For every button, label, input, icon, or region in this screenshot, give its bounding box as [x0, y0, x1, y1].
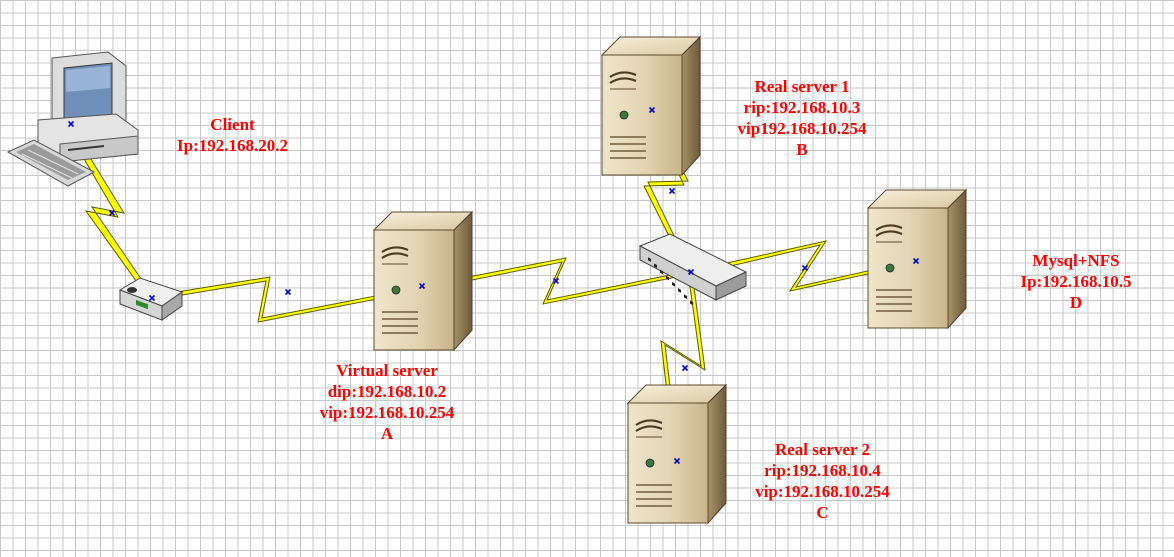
virtual-server-letter: A	[380, 424, 394, 443]
real-server-2-label: Real server 2 rip:192.168.10.4 vip:192.1…	[730, 439, 915, 523]
real-server-2-vip: vip:192.168.10.254	[755, 482, 890, 501]
client-name: Client	[210, 115, 255, 134]
virtual-server-dip: dip:192.168.10.2	[327, 382, 447, 401]
link-midpoint-marker	[681, 364, 689, 372]
real-server-1-vip: vip192.168.10.254	[737, 119, 867, 138]
virtual-server-label: Virtual server dip:192.168.10.2 vip:192.…	[292, 360, 482, 444]
tower-server-icon	[372, 210, 474, 352]
router-icon	[118, 277, 184, 321]
network-switch-icon	[638, 233, 748, 306]
mysql-nfs-letter: D	[1069, 293, 1083, 312]
client-ip: Ip:192.168.20.2	[177, 136, 288, 155]
mysql-nfs-label: Mysql+NFS Ip:192.168.10.5 D	[1000, 250, 1152, 313]
real-server-2-rip: rip:192.168.10.4	[764, 461, 881, 480]
real-server-1-letter: B	[796, 140, 808, 159]
real-server-2-letter: C	[816, 503, 829, 522]
desktop-computer-icon	[6, 51, 139, 187]
mysql-nfs-ip: Ip:192.168.10.5	[1020, 272, 1132, 291]
tower-server-icon	[626, 383, 728, 525]
virtual-server-vip: vip:192.168.10.254	[319, 403, 455, 422]
real-server-2-name: Real server 2	[774, 440, 871, 459]
virtual-server-name: Virtual server	[336, 361, 438, 380]
mysql-nfs-name: Mysql+NFS	[1032, 251, 1120, 270]
real-server-1-label: Real server 1 rip:192.168.10.3 vip192.16…	[712, 76, 892, 160]
link-midpoint-marker	[284, 288, 292, 296]
tower-server-icon	[866, 188, 968, 330]
client-label: Client Ip:192.168.20.2	[150, 114, 315, 156]
tower-server-icon	[600, 35, 702, 177]
real-server-1-name: Real server 1	[754, 77, 850, 96]
real-server-1-rip: rip:192.168.10.3	[743, 98, 861, 117]
link-midpoint-marker	[668, 187, 676, 195]
